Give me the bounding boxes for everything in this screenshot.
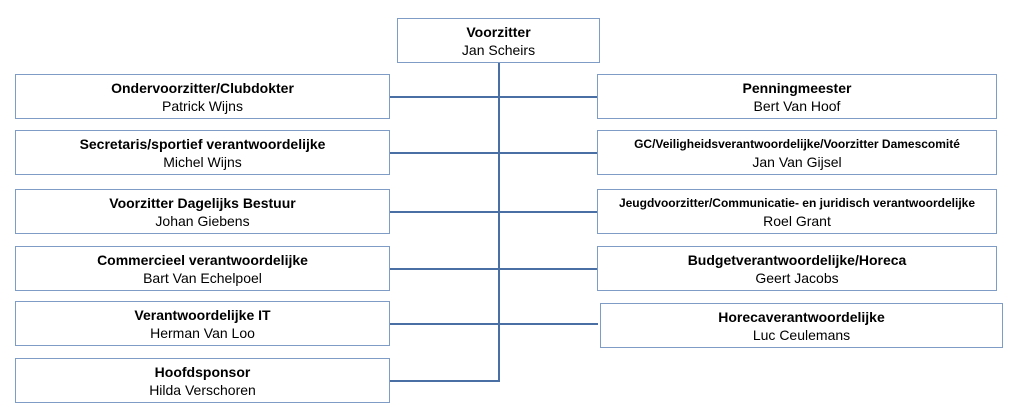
role-label: Budgetverantwoordelijke/Horeca — [687, 251, 907, 268]
role-label: Jeugdvoorzitter/Communicatie- en juridis… — [618, 195, 976, 210]
person-name: Johan Giebens — [155, 212, 250, 229]
person-name: Jan Scheirs — [461, 41, 536, 58]
role-label: Ondervoorzitter/Clubdokter — [111, 79, 294, 96]
org-box-right-3: Jeugdvoorzitter/Communicatie- en juridis… — [597, 189, 997, 234]
role-label: GC/Veiligheidsverantwoordelijke/Voorzitt… — [634, 136, 960, 151]
person-name: Jan Van Gijsel — [752, 153, 842, 170]
org-box-left-5: Verantwoordelijke IT Herman Van Loo — [15, 301, 390, 346]
org-box-right-5: Horecaverantwoordelijke Luc Ceulemans — [600, 303, 1003, 348]
org-box-left-4: Commercieel verantwoordelijke Bart Van E… — [15, 246, 390, 291]
connector-left-1 — [389, 96, 499, 98]
connector-trunk — [498, 62, 500, 382]
person-name: Roel Grant — [763, 212, 831, 229]
person-name: Bert Van Hoof — [753, 97, 841, 114]
org-box-left-2: Secretaris/sportief verantwoordelijke Mi… — [15, 130, 390, 175]
connector-right-3 — [499, 211, 598, 213]
person-name: Herman Van Loo — [150, 324, 255, 341]
role-label: Hoofdsponsor — [154, 363, 251, 380]
connector-left-5 — [389, 323, 499, 325]
org-box-right-4: Budgetverantwoordelijke/Horeca Geert Jac… — [597, 246, 997, 291]
org-box-right-1: Penningmeester Bert Van Hoof — [597, 74, 997, 119]
role-label: Secretaris/sportief verantwoordelijke — [79, 135, 326, 152]
org-box-left-3: Voorzitter Dagelijks Bestuur Johan Giebe… — [15, 189, 390, 234]
connector-left-6 — [389, 380, 499, 382]
role-label: Commercieel verantwoordelijke — [97, 251, 308, 268]
role-label: Horecaverantwoordelijke — [718, 308, 885, 325]
person-name: Patrick Wijns — [162, 97, 243, 114]
connector-left-2 — [389, 152, 499, 154]
connector-left-3 — [389, 211, 499, 213]
role-label: Penningmeester — [742, 79, 852, 96]
person-name: Luc Ceulemans — [752, 326, 851, 343]
person-name: Bart Van Echelpoel — [143, 269, 262, 286]
connector-right-5 — [499, 323, 598, 325]
org-box-left-6: Hoofdsponsor Hilda Verschoren — [15, 358, 390, 403]
role-label: Verantwoordelijke IT — [134, 306, 271, 323]
org-box-voorzitter: Voorzitter Jan Scheirs — [397, 18, 600, 63]
connector-right-4 — [499, 268, 598, 270]
role-label: Voorzitter Dagelijks Bestuur — [109, 194, 296, 211]
connector-right-1 — [499, 96, 598, 98]
org-box-left-1: Ondervoorzitter/Clubdokter Patrick Wijns — [15, 74, 390, 119]
person-name: Geert Jacobs — [755, 269, 839, 286]
person-name: Michel Wijns — [163, 153, 242, 170]
connector-right-2 — [499, 152, 598, 154]
role-label: Voorzitter — [466, 23, 531, 40]
connector-left-4 — [389, 268, 499, 270]
person-name: Hilda Verschoren — [149, 381, 256, 398]
org-box-right-2: GC/Veiligheidsverantwoordelijke/Voorzitt… — [597, 130, 997, 175]
